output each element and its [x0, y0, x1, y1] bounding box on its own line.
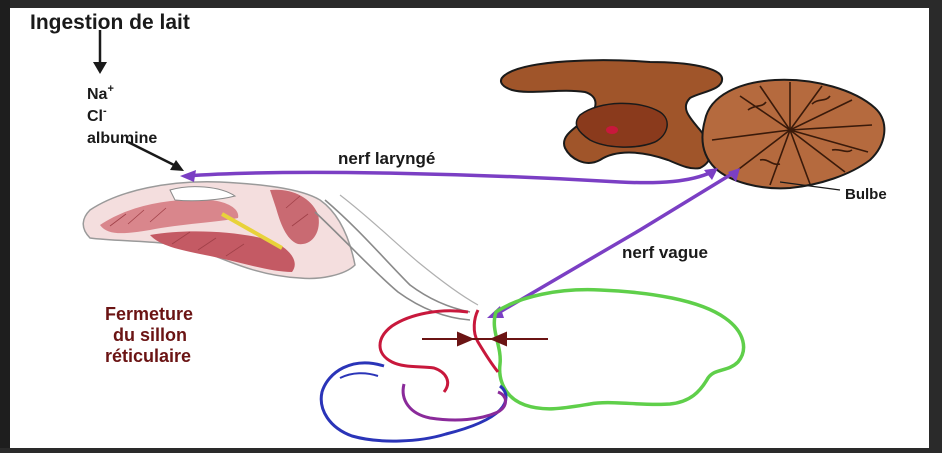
nerf-vague-label: nerf vague	[622, 243, 708, 262]
na-superscript: +	[107, 83, 113, 95]
reticulum-outline	[380, 311, 468, 392]
ingestion-arrow	[93, 30, 107, 74]
closure-arrow-right	[458, 333, 472, 345]
nerf-larynge-label: nerf laryngé	[338, 149, 435, 168]
fermeture-label-line3: réticulaire	[105, 346, 191, 366]
cl-text: Cl	[87, 108, 103, 125]
midbrain-shape	[576, 103, 667, 147]
na-text: Na	[87, 86, 108, 103]
omasum-outline	[403, 384, 505, 420]
fermeture-label-line2: du sillon	[113, 325, 187, 345]
albumine-label: albumine	[87, 130, 157, 147]
cl-superscript: -	[103, 105, 107, 117]
bulbe-label: Bulbe	[845, 186, 887, 203]
mouth-illustration	[83, 182, 478, 320]
oesophagus-wall-3	[340, 195, 478, 305]
abomasum-inner	[340, 373, 378, 378]
na-label: Na+	[87, 83, 114, 103]
stomach-illustration	[321, 290, 743, 441]
brain-red-spot	[606, 126, 618, 134]
fermeture-label-line1: Fermeture	[105, 304, 193, 324]
ingestion-label: Ingestion de lait	[30, 11, 190, 34]
brain-illustration	[501, 60, 884, 190]
cl-label: Cl-	[87, 105, 107, 125]
nerf-larynge-line	[185, 172, 712, 183]
larynge-arrowhead	[180, 170, 196, 182]
rumen-outline	[494, 290, 743, 409]
groove-closure-arrows	[422, 333, 548, 345]
